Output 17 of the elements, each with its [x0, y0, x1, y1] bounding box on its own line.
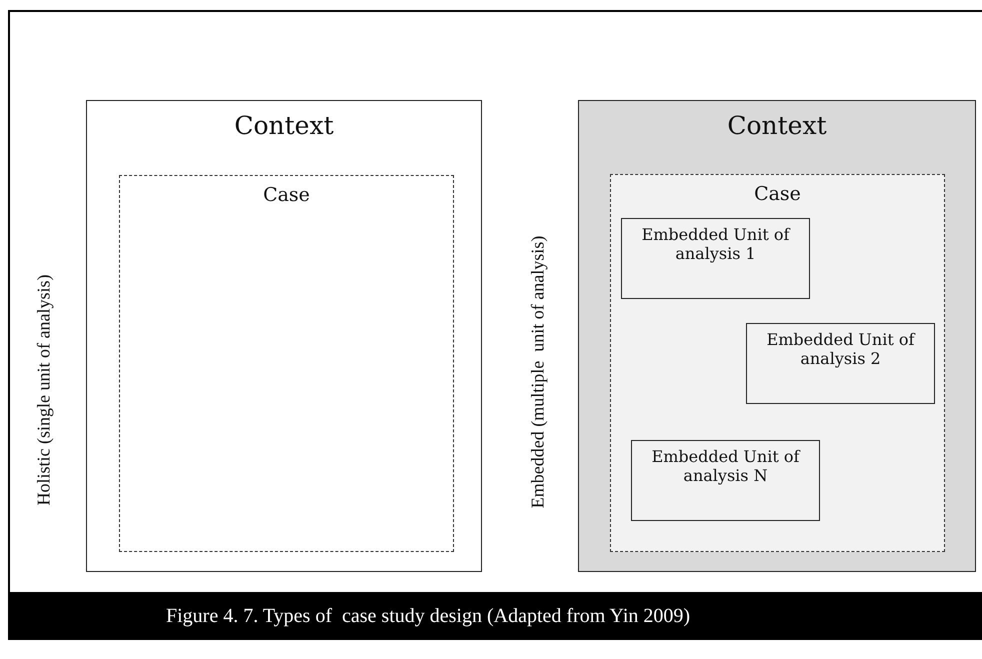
box-title: Embedded Unit of analysis N	[650, 447, 802, 486]
box-title: Case	[262, 184, 311, 207]
case-box	[119, 175, 454, 552]
side-label: Embedded (multiple unit of analysis)	[528, 236, 548, 508]
box-title: Embedded Unit of analysis 2	[766, 330, 916, 368]
figure-caption: Figure 4. 7. Types of case study design (Adapted from Yin 2009)	[8, 592, 982, 640]
case-box	[610, 174, 945, 552]
embedded-unit-box	[746, 323, 935, 404]
box-title: Context	[233, 111, 335, 141]
side-label: Holistic (single unit of analysis)	[34, 274, 54, 506]
box-title: Embedded Unit of analysis 1	[640, 225, 792, 264]
embedded-unit-box	[631, 440, 820, 521]
context-box	[578, 100, 976, 572]
embedded-unit-box	[621, 218, 810, 299]
context-box	[86, 100, 482, 572]
box-title: Context	[726, 111, 828, 141]
box-title: Case	[753, 183, 802, 206]
